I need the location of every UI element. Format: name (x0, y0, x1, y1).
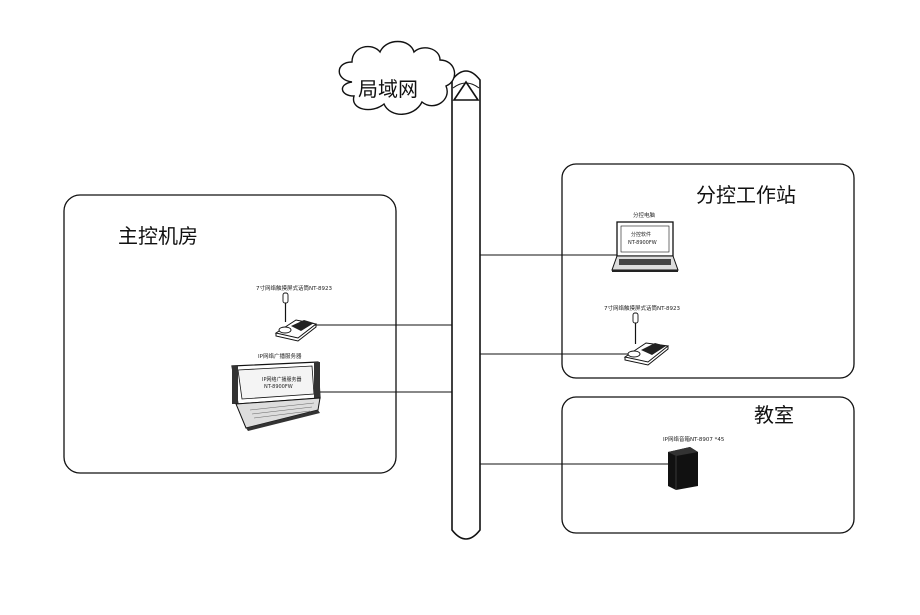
microphone-icon (274, 292, 318, 342)
classroom-panel: 教室 (561, 396, 855, 534)
classroom-ip-speaker: IP网络音箱NT-8907 *45 (663, 435, 725, 490)
main-room-title: 主控机房 (118, 224, 198, 248)
main-server-label: IP网络广播服务器 (258, 352, 302, 360)
lan-cloud-label: 局域网 (358, 77, 418, 101)
microphone-icon (623, 312, 670, 366)
main-broadcast-server: IP网络广播服务器 IP网络广播服务器 NT-8900FW (231, 352, 321, 431)
classroom-title: 教室 (754, 403, 794, 427)
main-room-panel: 主控机房 (63, 194, 397, 474)
main-microphone-label: 7寸网络触摸屏式话筒NT-8923 (256, 284, 332, 292)
sub-control-computer: 分控电脑 分控软件 NT-8900FW (611, 211, 679, 272)
sub-computer-screen-line1: 分控软件 (631, 231, 651, 238)
main-server-screen-line2: NT-8900FW (264, 384, 293, 390)
sub-computer-screen-line2: NT-8900FW (628, 240, 657, 246)
main-touch-microphone: 7寸网络触摸屏式话筒NT-8923 (256, 284, 332, 342)
sub-touch-microphone: 7寸网络触摸屏式话筒NT-8923 (604, 304, 680, 366)
lan-cloud: 局域网 (338, 40, 456, 115)
sub-station-title: 分控工作站 (696, 183, 796, 207)
lan-backbone (451, 70, 481, 540)
classroom-speaker-label: IP网络音箱NT-8907 *45 (663, 435, 725, 443)
main-server-screen-line1: IP网络广播服务器 (262, 376, 302, 383)
speaker-icon (668, 447, 698, 490)
up-arrow-icon (452, 80, 480, 101)
laptop-icon (611, 221, 679, 272)
server-icon (231, 361, 321, 431)
sub-computer-label: 分控电脑 (633, 211, 656, 219)
sub-station-panel: 分控工作站 (561, 163, 855, 379)
sub-microphone-label: 7寸网络触摸屏式话筒NT-8923 (604, 304, 680, 312)
